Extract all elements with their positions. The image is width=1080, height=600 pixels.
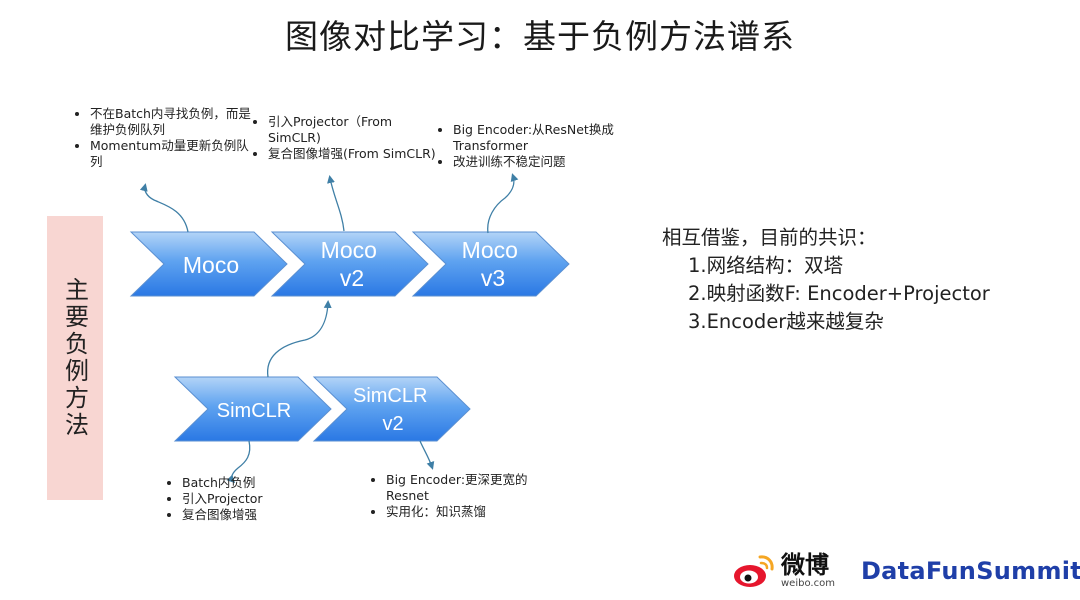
node-simclr-v2-label: SimCLR v2 [353, 385, 433, 435]
chevron-simclr-v2 [312, 376, 471, 442]
consensus-heading: 相互借鉴，目前的共识： [662, 226, 877, 249]
side-label: 主要负例方法 [60, 277, 89, 439]
node-moco-label: Moco [183, 252, 239, 278]
note-moco-item: 不在Batch内寻找负例，而是维护负例队列 [90, 106, 255, 138]
node-simclr-v2-line1: SimCLR [353, 385, 427, 407]
node-moco-v3-label: Moco v3 [462, 237, 525, 291]
note-moco-v2-item: 引入Projector（From SimCLR) [268, 114, 438, 146]
node-moco-v2-line1: Moco [321, 237, 377, 263]
node-moco-v3-line1: Moco [462, 237, 518, 263]
note-simclr-v2: Big Encoder:更深更宽的Resnet 实用化：知识蒸馏 [364, 472, 546, 520]
note-moco-v2-item: 复合图像增强(From SimCLR) [268, 146, 438, 162]
chevron-simclr [173, 376, 332, 442]
note-moco-v2: 引入Projector（From SimCLR) 复合图像增强(From Sim… [246, 114, 438, 162]
note-simclr-v2-item: 实用化：知识蒸馏 [386, 504, 546, 520]
note-simclr-item: Batch内负例 [182, 475, 342, 491]
note-simclr: Batch内负例 引入Projector 复合图像增强 [160, 475, 342, 523]
connector-simclr-note [226, 440, 251, 484]
note-moco-v3: Big Encoder:从ResNet换成Transformer 改进训练不稳定… [431, 122, 653, 170]
weibo-wordmark: 微博 weibo.com [781, 552, 835, 590]
chevron-moco [129, 231, 288, 297]
side-label-box [47, 216, 103, 500]
node-simclr-label: SimCLR [217, 400, 291, 422]
note-moco-v3-item: Big Encoder:从ResNet换成Transformer [453, 122, 653, 154]
consensus-item: 1.网络结构：双塔 [688, 254, 844, 277]
page-title: 图像对比学习：基于负例方法谱系 [285, 17, 795, 56]
note-simclr-item: 引入Projector [182, 491, 342, 507]
connector-moco-v3-note [487, 173, 519, 234]
note-simclr-item: 复合图像增强 [182, 507, 342, 523]
weibo-sub-text: weibo.com [781, 578, 835, 589]
note-simclr-v2-item: Big Encoder:更深更宽的Resnet [386, 472, 546, 504]
node-moco-v2-line2: v2 [340, 265, 364, 291]
node-moco-v2-label: Moco v2 [321, 237, 384, 291]
chevron-moco-v2 [270, 231, 429, 297]
note-moco-v3-item: 改进训练不稳定问题 [453, 154, 653, 170]
consensus-item: 3.Encoder越来越复杂 [688, 310, 884, 333]
connector-moco-v2-note [327, 175, 345, 232]
chevron-moco-v3 [411, 231, 570, 297]
node-simclr-v2-line2: v2 [382, 413, 403, 435]
consensus-block: 相互借鉴，目前的共识： 1.网络结构：双塔 2.映射函数F: Encoder+P… [662, 224, 990, 336]
brand-name: DataFunSummit [860, 557, 1080, 585]
connector-moco-note [139, 183, 189, 233]
connector-simclr-moco-v2 [267, 300, 332, 378]
note-moco-item: Momentum动量更新负例队列 [90, 138, 255, 170]
consensus-item: 2.映射函数F: Encoder+Projector [688, 282, 990, 305]
weibo-eye-icon [733, 551, 777, 591]
connector-simclr-v2-note [419, 440, 435, 470]
weibo-main-text: 微博 [781, 551, 829, 579]
node-moco-v3-line2: v3 [481, 265, 505, 291]
note-moco: 不在Batch内寻找负例，而是维护负例队列 Momentum动量更新负例队列 [68, 106, 255, 170]
footer: 微博 weibo.com DataFunSummit [733, 548, 1080, 594]
